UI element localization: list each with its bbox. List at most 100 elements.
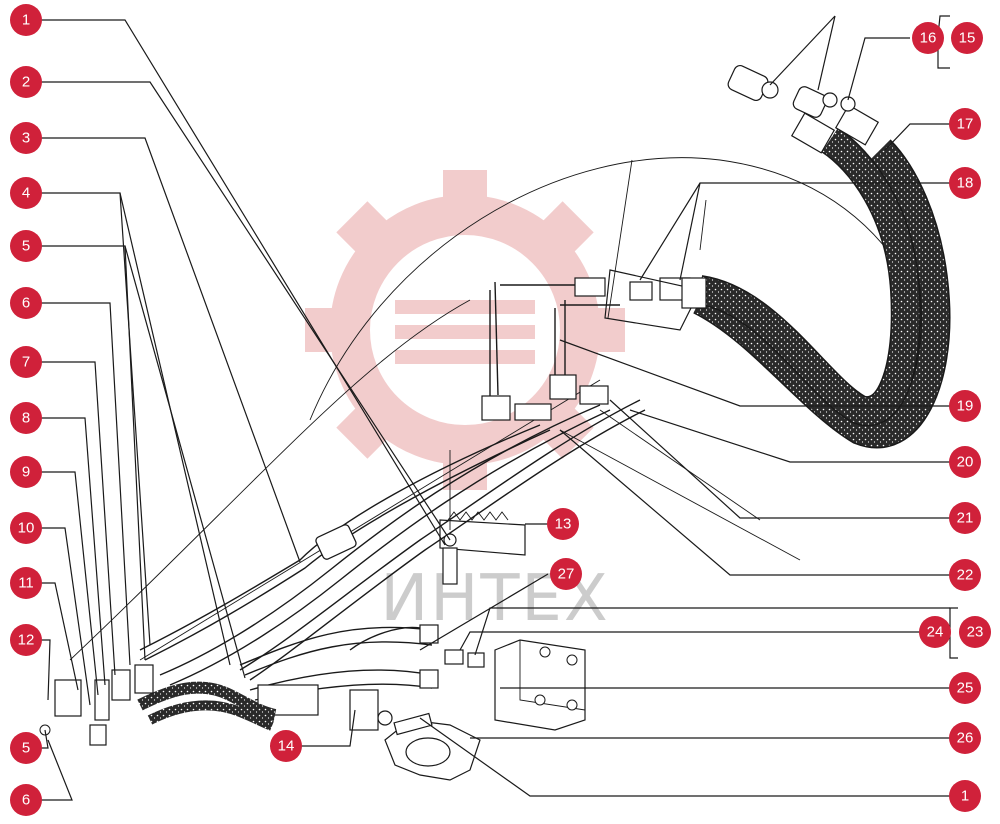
callout-c14: 14 xyxy=(270,730,302,762)
callout-c2: 2 xyxy=(10,66,42,98)
callout-circle xyxy=(949,672,981,704)
callout-c26: 26 xyxy=(949,722,981,754)
callout-c9: 9 xyxy=(10,456,42,488)
callout-c6b: 6 xyxy=(10,784,42,816)
callout-c27: 27 xyxy=(550,558,582,590)
callout-circle xyxy=(10,456,42,488)
callout-circle xyxy=(10,287,42,319)
callout-c5b: 5 xyxy=(10,732,42,764)
callout-label: 6 xyxy=(22,792,30,809)
callout-label: 6 xyxy=(22,295,30,312)
callout-label: 3 xyxy=(22,130,30,147)
long-pipe-1 xyxy=(139,424,541,651)
callout-label: 20 xyxy=(957,454,974,471)
callout-label: 11 xyxy=(18,575,34,592)
callout-c25: 25 xyxy=(949,672,981,704)
callout-label: 1 xyxy=(961,788,969,805)
callout-label: 14 xyxy=(278,738,295,755)
callout-label: 7 xyxy=(22,354,30,371)
callout-label: 8 xyxy=(22,410,30,427)
callout-label: 25 xyxy=(957,680,974,697)
callout-circle xyxy=(10,784,42,816)
leader-lines xyxy=(40,15,958,801)
callout-label: 15 xyxy=(959,30,976,47)
callout-c20: 20 xyxy=(949,446,981,478)
callout-markers: 1234567891011125613141516171819202122232… xyxy=(10,4,991,816)
callout-c3: 3 xyxy=(10,122,42,154)
callout-c1a: 1 xyxy=(10,4,42,36)
callout-c5a: 5 xyxy=(10,230,42,262)
callout-circle xyxy=(10,624,42,656)
callout-c24: 24 xyxy=(919,616,951,648)
watermark-logo xyxy=(305,170,625,490)
housing-line-lower xyxy=(139,379,601,661)
callout-circle xyxy=(949,559,981,591)
callout-label: 27 xyxy=(558,566,575,583)
callout-label: 13 xyxy=(555,516,572,533)
callout-circle xyxy=(547,508,579,540)
callout-label: 17 xyxy=(957,116,974,133)
callout-c11: 11 xyxy=(10,567,42,599)
callout-circle xyxy=(951,22,983,54)
callout-c7: 7 xyxy=(10,346,42,378)
callout-label: 19 xyxy=(957,398,974,415)
callout-c23: 23 xyxy=(959,616,991,648)
callout-circle xyxy=(912,22,944,54)
callout-circle xyxy=(949,722,981,754)
callout-circle xyxy=(10,177,42,209)
callout-c21: 21 xyxy=(949,502,981,534)
callout-c8: 8 xyxy=(10,402,42,434)
callout-circle xyxy=(10,230,42,262)
callout-circle xyxy=(10,122,42,154)
callout-c15: 15 xyxy=(951,22,983,54)
callout-label: 22 xyxy=(957,567,974,584)
callout-circle xyxy=(10,512,42,544)
callout-circle xyxy=(270,730,302,762)
callout-label: 5 xyxy=(22,740,30,757)
housing-line-top xyxy=(69,299,471,661)
callout-c1b: 1 xyxy=(949,780,981,812)
callout-label: 10 xyxy=(18,520,35,537)
callout-label: 26 xyxy=(957,730,974,747)
callout-label: 21 xyxy=(957,510,974,527)
callout-circle xyxy=(10,66,42,98)
callout-c13: 13 xyxy=(547,508,579,540)
housing-outline xyxy=(309,157,931,421)
callout-c12: 12 xyxy=(10,624,42,656)
callout-circle xyxy=(949,502,981,534)
left-hose xyxy=(137,681,277,721)
callout-circle xyxy=(959,616,991,648)
callout-c18: 18 xyxy=(949,167,981,199)
callout-label: 2 xyxy=(22,74,30,91)
callout-c16: 16 xyxy=(912,22,944,54)
callout-c17: 17 xyxy=(949,108,981,140)
callout-c4: 4 xyxy=(10,177,42,209)
callout-c10: 10 xyxy=(10,512,42,544)
callout-label: 23 xyxy=(967,624,984,641)
callout-label: 9 xyxy=(22,464,30,481)
callout-circle xyxy=(550,558,582,590)
callout-label: 18 xyxy=(957,175,974,192)
callout-label: 1 xyxy=(22,12,30,29)
callout-label: 16 xyxy=(920,30,937,47)
callout-c19: 19 xyxy=(949,390,981,422)
callout-label: 5 xyxy=(22,238,30,255)
callout-circle xyxy=(949,780,981,812)
callout-c22: 22 xyxy=(949,559,981,591)
callout-circle xyxy=(10,346,42,378)
callout-label: 12 xyxy=(18,632,35,649)
callout-c6a: 6 xyxy=(10,287,42,319)
toothed-bracket xyxy=(439,519,526,556)
callout-circle xyxy=(949,108,981,140)
callout-circle xyxy=(10,567,42,599)
callout-circle xyxy=(10,732,42,764)
callout-circle xyxy=(10,4,42,36)
callout-circle xyxy=(949,446,981,478)
callout-label: 24 xyxy=(927,624,944,641)
callout-circle xyxy=(10,402,42,434)
callout-circle xyxy=(919,616,951,648)
callout-circle xyxy=(949,390,981,422)
callout-label: 4 xyxy=(22,185,30,202)
